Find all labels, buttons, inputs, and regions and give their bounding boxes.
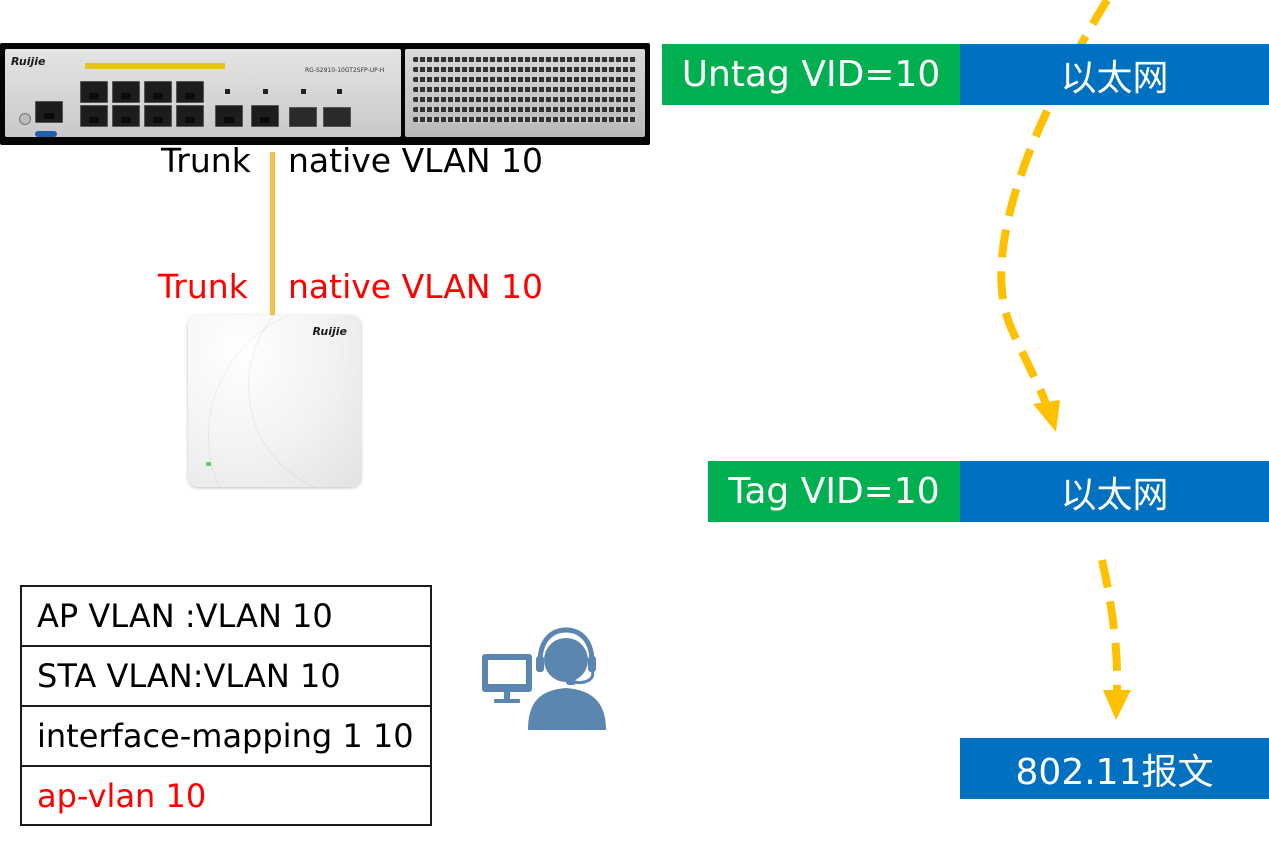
port-icon (112, 81, 140, 103)
ap-native-vlan-label: native VLAN 10 (288, 267, 544, 306)
port-icon (35, 101, 63, 123)
led-icon (225, 89, 230, 94)
port-icon (80, 81, 108, 103)
switch-device: Ruijie RG-S2910-10GT2SFP-UP-H (0, 43, 650, 145)
sfp-port-icon (289, 107, 317, 127)
port-icon (112, 105, 140, 127)
config-row-ap-vlan: AP VLAN :VLAN 10 (22, 587, 430, 647)
console-port-icon (35, 131, 57, 137)
tag-vid-box: Tag VID=10 (708, 461, 960, 522)
switch-vent-grille (405, 49, 645, 137)
sfp-port-icon (323, 107, 351, 127)
config-row-interface-mapping: interface-mapping 1 10 (22, 707, 430, 767)
port-icon (144, 81, 172, 103)
ap-brand-logo: Ruijie (312, 325, 347, 338)
port-icon (251, 105, 279, 127)
config-row-sta-vlan: STA VLAN:VLAN 10 (22, 647, 430, 707)
power-button-icon (19, 113, 31, 125)
config-table: AP VLAN :VLAN 10 STA VLAN:VLAN 10 interf… (20, 585, 432, 826)
arrow-head-2 (1103, 690, 1131, 720)
support-agent-icon (482, 627, 606, 730)
port-icon (144, 105, 172, 127)
led-legend-strip (85, 63, 225, 69)
switch-port-mode-label: Trunk (161, 141, 251, 180)
tag-ethernet-box: 以太网 (960, 461, 1269, 522)
ap-port-mode-label: Trunk (158, 267, 248, 306)
ethernet-cable (270, 152, 275, 322)
ap-status-led-icon (206, 462, 211, 466)
switch-model-label: RG-S2910-10GT2SFP-UP-H (305, 67, 385, 74)
led-icon (337, 89, 342, 94)
port-icon (215, 105, 243, 127)
config-row-ap-vlan-command: ap-vlan 10 (37, 776, 207, 815)
port-icon (176, 105, 204, 127)
switch-native-vlan-label: native VLAN 10 (288, 141, 544, 180)
untag-ethernet-box: 以太网 (960, 44, 1269, 105)
port-icon (80, 105, 108, 127)
port-icon (176, 81, 204, 103)
switch-front-panel: Ruijie RG-S2910-10GT2SFP-UP-H (5, 49, 401, 137)
untag-vid-box: Untag VID=10 (662, 44, 960, 105)
dashed-arrow-icon (1098, 559, 1122, 691)
wireless-frame-box: 802.11报文 (960, 738, 1269, 799)
led-icon (301, 89, 306, 94)
switch-brand-logo: Ruijie (11, 55, 46, 68)
access-point-device: Ruijie (188, 315, 361, 487)
arrow-head-1 (1033, 400, 1060, 432)
led-icon (263, 89, 268, 94)
